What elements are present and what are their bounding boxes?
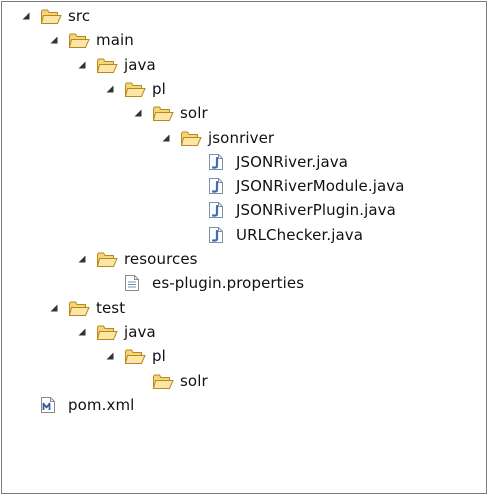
tree-item-java[interactable]: java [76, 53, 156, 77]
folder-icon [68, 31, 90, 49]
tree-item-label: pom.xml [68, 395, 135, 414]
expanded-arrow-icon[interactable] [104, 350, 116, 362]
tree-item-label: JSONRiverModule.java [236, 177, 405, 196]
java-file-icon [208, 201, 230, 219]
java-file-icon [208, 177, 230, 195]
java-file-icon [208, 153, 230, 171]
tree-item-solr[interactable]: solr [132, 369, 208, 393]
tree-item-jsonriverplugin-java[interactable]: JSONRiverPlugin.java [188, 198, 396, 222]
tree-item-label: solr [180, 371, 208, 390]
tree-item-label: test [96, 298, 126, 317]
java-file-icon [208, 226, 230, 244]
tree-item-java[interactable]: java [76, 320, 156, 344]
tree-item-jsonriver[interactable]: jsonriver [160, 126, 274, 150]
tree-item-pl[interactable]: pl [104, 344, 166, 368]
tree-item-src[interactable]: src [20, 4, 90, 28]
expanded-arrow-icon[interactable] [76, 253, 88, 265]
project-tree: src main java pl solr [2, 2, 486, 493]
tree-item-label: src [68, 7, 91, 25]
expanded-arrow-icon[interactable] [48, 302, 60, 314]
tree-item-label: main [96, 31, 134, 50]
tree-item-main[interactable]: main [48, 28, 134, 52]
tree-item-label: resources [124, 250, 198, 268]
expanded-arrow-icon[interactable] [76, 326, 88, 338]
folder-icon [152, 104, 174, 122]
expanded-arrow-icon[interactable] [160, 132, 172, 144]
tree-item-label: jsonriver [208, 128, 275, 147]
folder-icon [124, 80, 146, 98]
expanded-arrow-icon[interactable] [104, 83, 116, 95]
folder-icon [68, 299, 90, 317]
tree-item-urlchecker-java[interactable]: URLChecker.java [188, 223, 363, 247]
tree-item-label: java [124, 55, 156, 74]
tree-item-label: pl [152, 347, 166, 366]
folder-icon [180, 129, 202, 147]
tree-item-label: JSONRiver.java [236, 152, 349, 171]
tree-item-jsonriver-java[interactable]: JSONRiver.java [188, 150, 348, 174]
properties-file-icon [124, 274, 146, 292]
folder-icon [40, 7, 62, 25]
expanded-arrow-icon[interactable] [48, 34, 60, 46]
tree-item-label: URLChecker.java [236, 225, 364, 244]
tree-item-solr[interactable]: solr [132, 101, 208, 125]
folder-icon [96, 323, 118, 341]
folder-icon [96, 250, 118, 268]
tree-item-pl[interactable]: pl [104, 77, 166, 101]
expanded-arrow-icon[interactable] [132, 107, 144, 119]
maven-pom-icon [40, 396, 62, 414]
tree-item-pom-xml[interactable]: pom.xml [20, 393, 134, 417]
tree-item-label: JSONRiverPlugin.java [236, 201, 396, 220]
tree-item-label: pl [152, 79, 166, 98]
expanded-arrow-icon[interactable] [20, 10, 32, 22]
tree-item-label: solr [180, 104, 208, 123]
tree-item-label: java [124, 322, 156, 341]
tree-item-resources[interactable]: resources [76, 247, 198, 271]
tree-item-label: es-plugin.properties [152, 274, 305, 293]
folder-icon [152, 372, 174, 390]
folder-icon [124, 347, 146, 365]
folder-icon [96, 56, 118, 74]
tree-item-test[interactable]: test [48, 296, 125, 320]
tree-item-jsonrivermodule-java[interactable]: JSONRiverModule.java [188, 174, 405, 198]
expanded-arrow-icon[interactable] [76, 59, 88, 71]
tree-item-es-plugin-properties[interactable]: es-plugin.properties [104, 271, 304, 295]
